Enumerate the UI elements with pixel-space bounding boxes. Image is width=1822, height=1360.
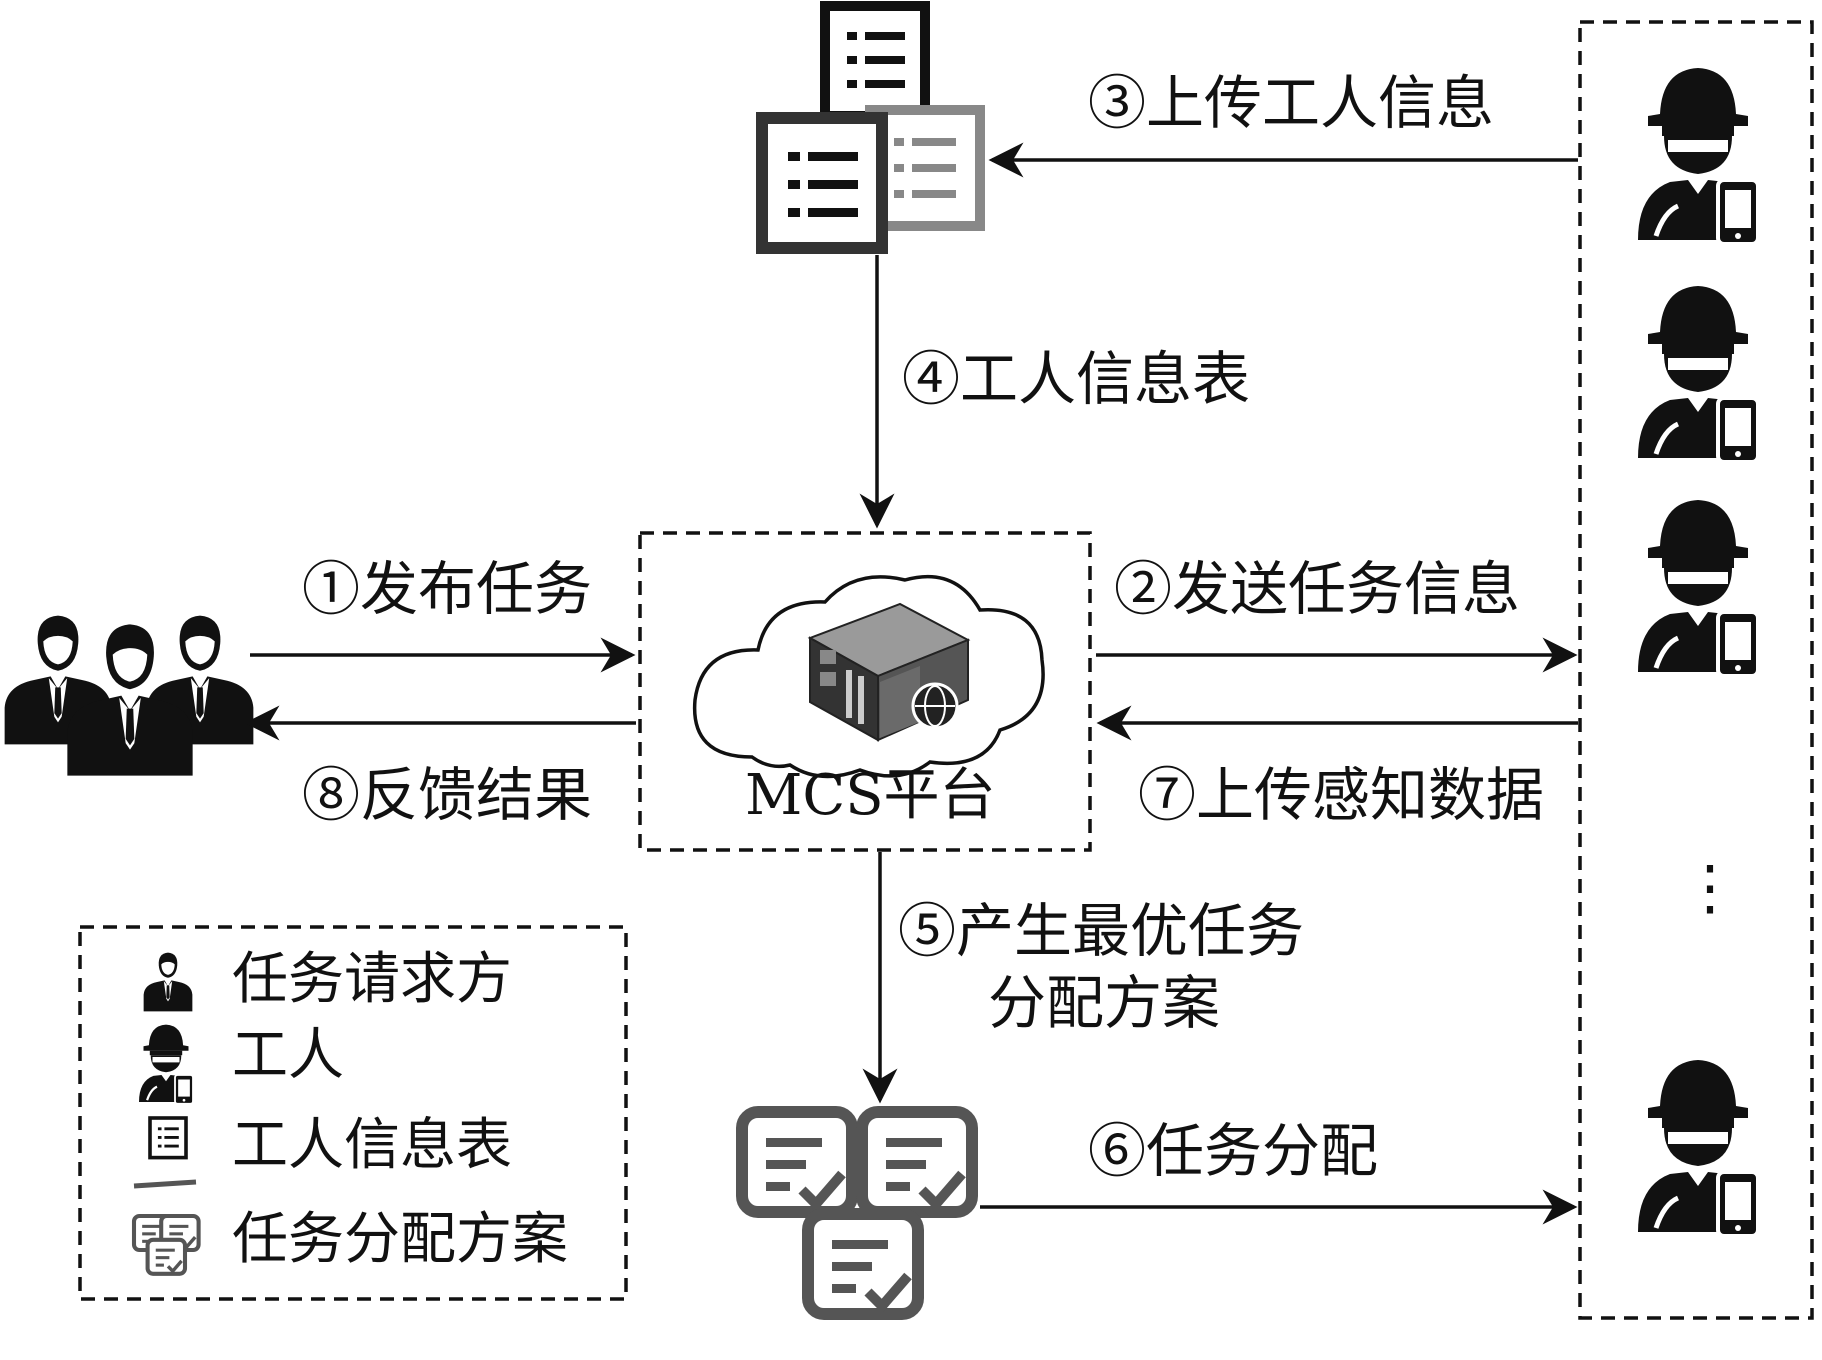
step3-label: ③上传工人信息 <box>1088 69 1495 137</box>
worker-icon-1 <box>1638 68 1758 244</box>
step5-label-line2: 分配方案 <box>988 969 1221 1037</box>
step7-label: ⑦上传感知数据 <box>1138 761 1545 829</box>
legend-worker-info-table-icon <box>148 1116 188 1160</box>
workers-ellipsis: ⋮ <box>1680 853 1740 923</box>
worker-icon-4 <box>1638 1060 1758 1236</box>
mcs-platform-box <box>638 531 1092 852</box>
step4-label: ④工人信息表 <box>902 345 1251 413</box>
legend-divider-mark <box>133 1179 197 1189</box>
workers-column-box <box>1578 20 1814 1320</box>
step8-label: ⑧反馈结果 <box>302 761 593 829</box>
legend-label-requester: 任务请求方 <box>232 947 512 1012</box>
worker-info-docs-icon <box>756 6 985 254</box>
server-icon <box>807 602 971 742</box>
task-requesters-icon <box>4 615 254 776</box>
platform-label: MCS平台 <box>745 763 996 828</box>
legend-label-worker: 工人 <box>232 1023 344 1088</box>
legend-assignment-plan-icon <box>134 1216 199 1274</box>
worker-icon-3 <box>1638 500 1758 676</box>
step1-label: ①发布任务 <box>302 555 593 623</box>
worker-icon-2 <box>1638 286 1758 462</box>
legend-label-worker-info-table: 工人信息表 <box>232 1113 512 1178</box>
step2-label: ②发送任务信息 <box>1114 555 1521 623</box>
step6-label: ⑥任务分配 <box>1088 1117 1379 1185</box>
legend-worker-icon <box>137 1023 195 1105</box>
legend-requester-icon <box>143 952 193 1012</box>
legend-label-assignment-plan: 任务分配方案 <box>232 1207 568 1272</box>
step5-label-line1: ⑤产生最优任务 <box>898 897 1305 965</box>
task-assignment-plan-icon <box>742 1112 972 1314</box>
